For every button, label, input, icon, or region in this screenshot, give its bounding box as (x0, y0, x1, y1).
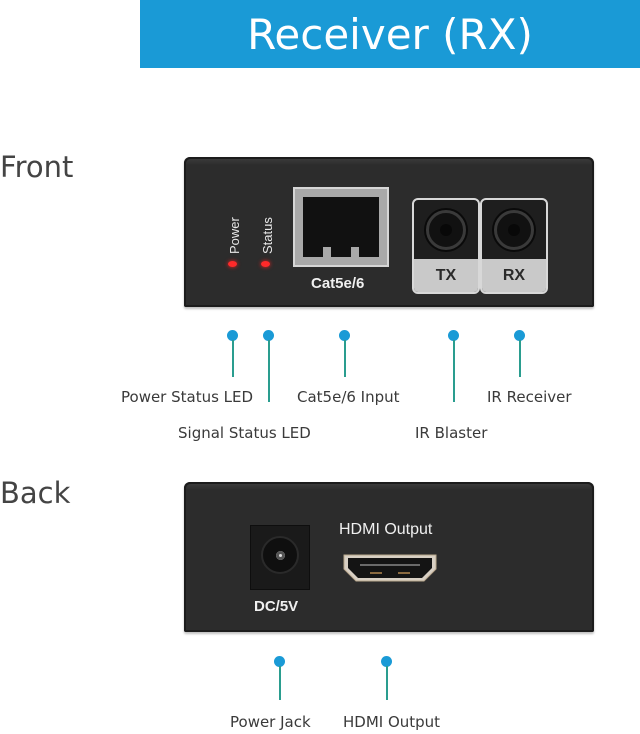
callout-dot-icon (448, 330, 459, 341)
title-banner: Receiver (RX) (140, 0, 640, 68)
ir-tx-port: TX (412, 198, 480, 294)
back-section-label: Back (0, 476, 71, 510)
power-led-label: Power (227, 217, 242, 254)
status-led-icon (261, 261, 270, 267)
ir-tx-label: TX (414, 259, 478, 292)
callout-ir-receiver: IR Receiver (487, 388, 572, 406)
callout-dot-icon (514, 330, 525, 341)
callout-dot-icon (263, 330, 274, 341)
hdmi-output-device-label: HDMI Output (339, 521, 433, 538)
dc-5v-label: DC/5V (254, 598, 299, 615)
dc-power-jack-icon (250, 525, 310, 590)
callout-line (268, 340, 270, 402)
callout-power-status-led: Power Status LED (121, 388, 254, 406)
rj45-port-icon (293, 187, 389, 267)
ir-rx-jack-icon (494, 210, 534, 250)
callout-dot-icon (381, 656, 392, 667)
callout-signal-status-led: Signal Status LED (178, 424, 311, 442)
cat5e6-port-label: Cat5e/6 (311, 275, 365, 292)
power-led-icon (228, 261, 237, 267)
callout-line (232, 340, 234, 377)
hdmi-port-icon (343, 554, 437, 582)
page-title: Receiver (RX) (247, 9, 533, 59)
callout-line (386, 666, 388, 700)
ir-rx-port: RX (480, 198, 548, 294)
callout-ir-blaster: IR Blaster (415, 424, 488, 442)
callout-dot-icon (227, 330, 238, 341)
status-led-label: Status (260, 217, 275, 254)
front-section-label: Front (0, 150, 74, 184)
callout-line (453, 340, 455, 402)
ir-rx-label: RX (482, 259, 546, 292)
callout-dot-icon (339, 330, 350, 341)
callout-dot-icon (274, 656, 285, 667)
ir-tx-jack-icon (426, 210, 466, 250)
callout-line (279, 666, 281, 700)
callout-power-jack: Power Jack (230, 713, 311, 731)
callout-hdmi-output: HDMI Output (343, 713, 441, 731)
callout-line (519, 340, 521, 377)
callout-line (344, 340, 346, 377)
callout-cat5e6-input: Cat5e/6 Input (297, 388, 400, 406)
